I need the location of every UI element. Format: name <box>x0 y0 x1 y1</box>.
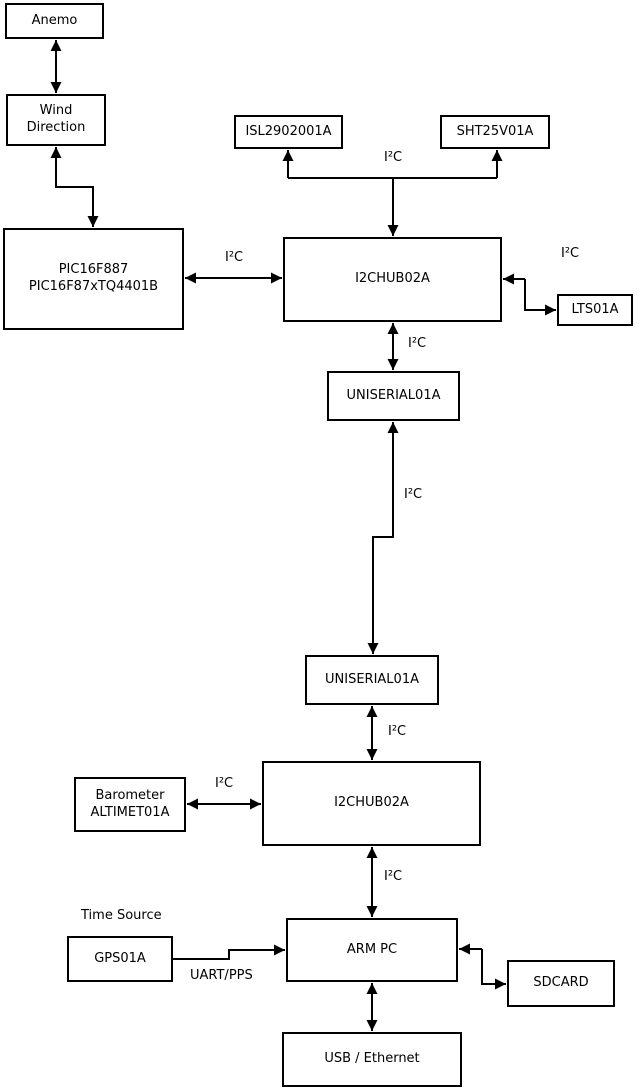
node-wind-direction-line1: Wind <box>39 103 73 119</box>
node-isl2902001a-label: ISL2902001A <box>245 123 332 139</box>
node-i2chub02a-2: I2CHUB02A <box>262 761 481 846</box>
node-arm-pc-label: ARM PC <box>346 941 398 957</box>
node-uniserial01a-1: UNISERIAL01A <box>327 371 460 421</box>
edge-label-time-source: Time Source <box>81 908 162 923</box>
node-uniserial01a-1-label: UNISERIAL01A <box>346 387 441 403</box>
node-sht25v01a: SHT25V01A <box>440 115 550 149</box>
node-lts01a-label: LTS01A <box>571 301 619 317</box>
connector-winddirection-pic <box>50 147 99 227</box>
node-gps01a-label: GPS01A <box>94 950 146 966</box>
node-anemo-label: Anemo <box>31 12 78 28</box>
node-pic-line2: PIC16F87xTQ4401B <box>28 279 159 294</box>
edge-label-i2c-baro-hub: I²C <box>215 776 234 791</box>
node-usb-ethernet-label: USB / Ethernet <box>324 1051 420 1067</box>
node-i2chub02a-1: I2CHUB02A <box>283 237 502 322</box>
node-i2chub02a-1-label: I2CHUB02A <box>355 271 430 287</box>
edge-label-i2c-hub1-serial: I²C <box>408 336 427 351</box>
node-pic: PIC16F887 PIC16F87xTQ4401B <box>3 228 184 330</box>
node-usb-ethernet: USB / Ethernet <box>282 1032 462 1087</box>
node-pic-line1: PIC16F887 <box>58 262 129 278</box>
edge-label-i2c-serial-hub2: I²C <box>388 724 407 739</box>
node-anemo: Anemo <box>5 3 104 39</box>
node-uniserial01a-2-label: UNISERIAL01A <box>325 671 419 687</box>
connector-armpc-sdcard <box>481 949 506 990</box>
node-sdcard: SDCARD <box>507 960 615 1007</box>
node-sht25v01a-label: SHT25V01A <box>456 123 534 139</box>
node-arm-pc: ARM PC <box>286 918 458 982</box>
edge-label-i2c-sensor-bus: I²C <box>384 150 403 165</box>
node-uniserial01a-2: UNISERIAL01A <box>305 655 439 705</box>
node-sdcard-label: SDCARD <box>533 975 589 991</box>
node-wind-direction: Wind Direction <box>6 94 106 146</box>
connector-hub1-lts <box>524 279 556 316</box>
node-barometer-line2: ALTIMET01A <box>90 804 170 820</box>
connector-uniserial1-uniserial2 <box>367 422 399 654</box>
connector-gps-armpc <box>173 944 285 960</box>
node-lts01a: LTS01A <box>557 294 633 326</box>
edge-label-uart-pps: UART/PPS <box>190 968 253 983</box>
node-wind-direction-line2: Direction <box>26 120 86 135</box>
node-i2chub02a-2-label: I2CHUB02A <box>334 795 409 811</box>
node-barometer-line1: Barometer <box>95 787 165 803</box>
edge-label-i2c-hub-lts: I²C <box>561 246 580 261</box>
edge-label-i2c-pic-hub: I²C <box>225 250 244 265</box>
edge-label-i2c-hub2-arm: I²C <box>384 869 403 884</box>
node-barometer: Barometer ALTIMET01A <box>74 777 186 832</box>
node-isl2902001a: ISL2902001A <box>234 115 343 149</box>
edge-label-i2c-serial-link: I²C <box>404 487 423 502</box>
node-gps01a: GPS01A <box>67 936 173 982</box>
